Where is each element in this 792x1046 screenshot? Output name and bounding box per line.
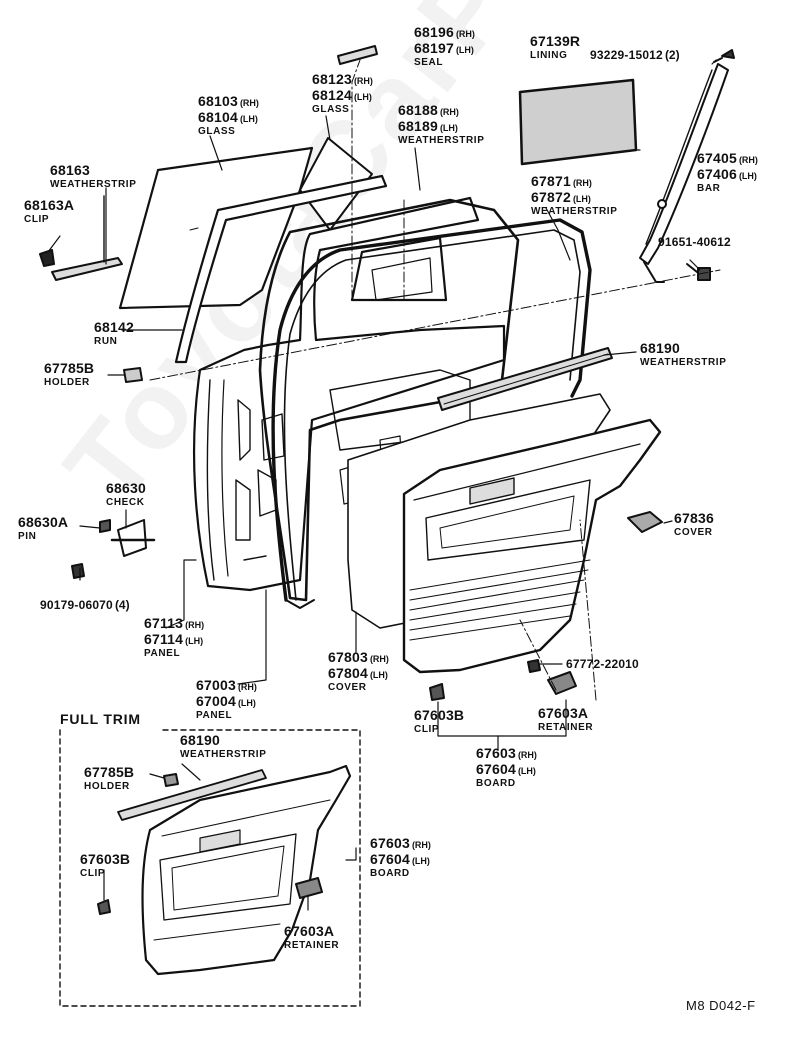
full-trim-title: FULL TRIM	[60, 711, 141, 727]
label-quarter-glass: 68123(RH) 68124(LH) GLASS	[312, 71, 373, 115]
door-weatherstrip-part	[271, 218, 592, 602]
seal-part	[337, 45, 378, 65]
label-door-weatherstrip: 67871(RH) 67872(LH) WEATHERSTRIP	[531, 173, 618, 217]
label-retainer: 67603A RETAINER	[538, 705, 594, 733]
label-holder: 67785B HOLDER	[44, 360, 95, 388]
trim-clip-part	[429, 683, 445, 701]
full-trim-retainer	[295, 877, 323, 899]
label-glass: 68103(RH) 68104(LH) GLASS	[198, 93, 259, 137]
bolt-part	[697, 267, 711, 281]
full-trim-frame	[59, 729, 361, 1007]
full-trim-holder	[163, 773, 179, 787]
door-frame-part	[258, 198, 520, 602]
label-full-board: 67603(RH) 67604(LH) BOARD	[370, 835, 431, 879]
run-part	[174, 174, 388, 364]
label-inner-panel: 67113(RH) 67114(LH) PANEL	[144, 615, 205, 659]
armrest-part	[469, 477, 515, 505]
label-glass-weatherstrip: 68188(RH) 68189(LH) WEATHERSTRIP	[398, 102, 485, 146]
clip-part	[39, 249, 55, 267]
label-outer-panel: 67003(RH) 67004(LH) PANEL	[196, 677, 257, 721]
quarter-glass-part	[299, 137, 373, 231]
label-full-retainer: 67603A RETAINER	[284, 923, 340, 951]
label-seal: 68196(RH) 68197(LH) SEAL	[414, 24, 475, 68]
full-trim-clip	[97, 899, 111, 915]
label-clip-68163a: 68163A CLIP	[24, 197, 75, 225]
label-screw-67772: 67772-22010	[566, 657, 639, 671]
full-trim-weatherstrip	[117, 769, 267, 821]
holder-part	[123, 367, 143, 383]
label-full-weatherstrip: 68190 WEATHERSTRIP	[180, 732, 267, 760]
diagram-code: M8 D042-F	[686, 998, 756, 1013]
label-bolt-91651: 91651-40612	[658, 235, 731, 249]
label-full-holder: 67785B HOLDER	[84, 764, 135, 792]
label-lining: 67139R LINING	[530, 33, 581, 61]
pin-part	[99, 519, 111, 533]
label-nut-90179: 90179-06070(4)	[40, 598, 130, 612]
label-pin: 68630A PIN	[18, 514, 69, 542]
screw-small-part	[527, 659, 541, 673]
label-board: 67603(RH) 67604(LH) BOARD	[476, 745, 537, 789]
label-full-clip: 67603B CLIP	[80, 851, 131, 879]
label-bar: 67405(RH) 67406(LH) BAR	[697, 150, 758, 194]
label-inner-weatherstrip: 68190 WEATHERSTRIP	[640, 340, 727, 368]
nut-part	[71, 563, 85, 579]
label-screw-93229: 93229-15012(2)	[590, 48, 680, 62]
full-trim-board	[141, 764, 352, 976]
label-cover-67836: 67836 COVER	[674, 510, 714, 538]
label-check: 68630 CHECK	[106, 480, 146, 508]
check-part	[117, 519, 147, 557]
screw-part	[713, 49, 735, 63]
label-trim-clip: 67603B CLIP	[414, 707, 465, 735]
label-belt-weatherstrip: 68163 WEATHERSTRIP	[50, 162, 137, 190]
lining-part	[518, 78, 638, 166]
bar-part	[639, 63, 729, 265]
label-cover-67803: 67803(RH) 67804(LH) COVER	[328, 649, 389, 693]
belt-weatherstrip-part	[51, 257, 123, 281]
cover-plug-part	[627, 511, 663, 533]
label-run: 68142 RUN	[94, 319, 134, 347]
